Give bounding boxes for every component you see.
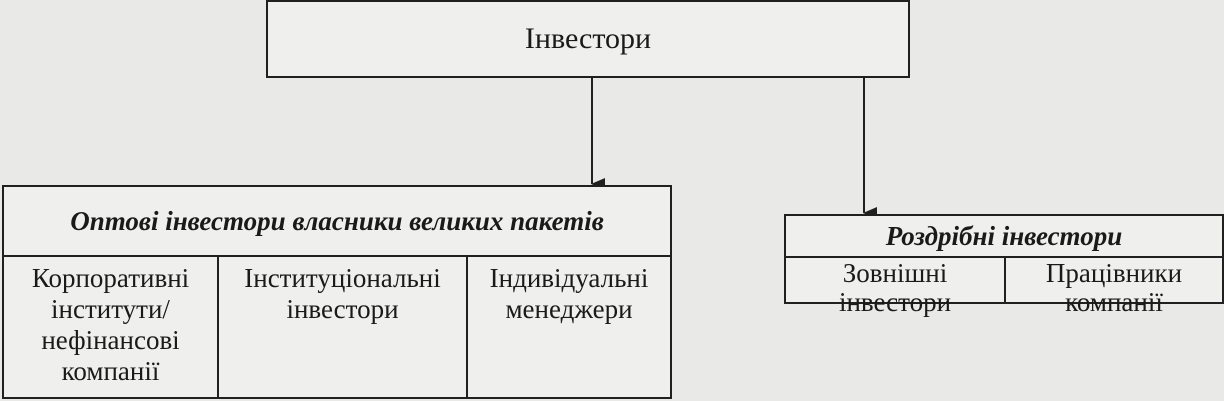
node-external-investors: Зовнішні інвестори bbox=[786, 258, 1004, 317]
node-line: інвестори bbox=[286, 294, 399, 324]
node-line: нефінансові bbox=[41, 325, 180, 355]
node-individual-managers: Індивідуальні менеджери bbox=[466, 257, 670, 399]
retail-investors-group: Роздрібні інвестори Зовнішні інвестори П… bbox=[784, 214, 1224, 317]
node-line: компанії bbox=[1065, 287, 1163, 317]
wholesale-investors-children: Корпоративні інститути/ нефінансові комп… bbox=[4, 257, 670, 399]
node-line: Працівники bbox=[1045, 258, 1183, 288]
wholesale-investors-title: Оптові інвестори власники великих пакеті… bbox=[4, 187, 670, 257]
node-line: Індивідуальні bbox=[489, 263, 649, 293]
node-line: Корпоративні bbox=[31, 263, 190, 293]
root-node-investors: Інвестори bbox=[266, 0, 910, 78]
node-line: Зовнішні bbox=[842, 258, 948, 288]
root-node-label: Інвестори bbox=[524, 22, 652, 55]
node-line: інститути/ bbox=[51, 294, 170, 324]
retail-investors-children: Зовнішні інвестори Працівники компанії bbox=[786, 258, 1222, 317]
node-company-employees: Працівники компанії bbox=[1004, 258, 1222, 317]
node-line: Інституціональні bbox=[244, 263, 441, 293]
node-line: інвестори bbox=[838, 287, 952, 317]
retail-investors-title: Роздрібні інвестори bbox=[786, 216, 1222, 258]
wholesale-investors-group: Оптові інвестори власники великих пакеті… bbox=[2, 185, 672, 399]
node-corporate-institutes: Корпоративні інститути/ нефінансові комп… bbox=[4, 257, 217, 399]
node-institutional-investors: Інституціональні інвестори bbox=[217, 257, 466, 399]
node-line: менеджери bbox=[505, 294, 633, 324]
node-line: компанії bbox=[61, 356, 160, 386]
